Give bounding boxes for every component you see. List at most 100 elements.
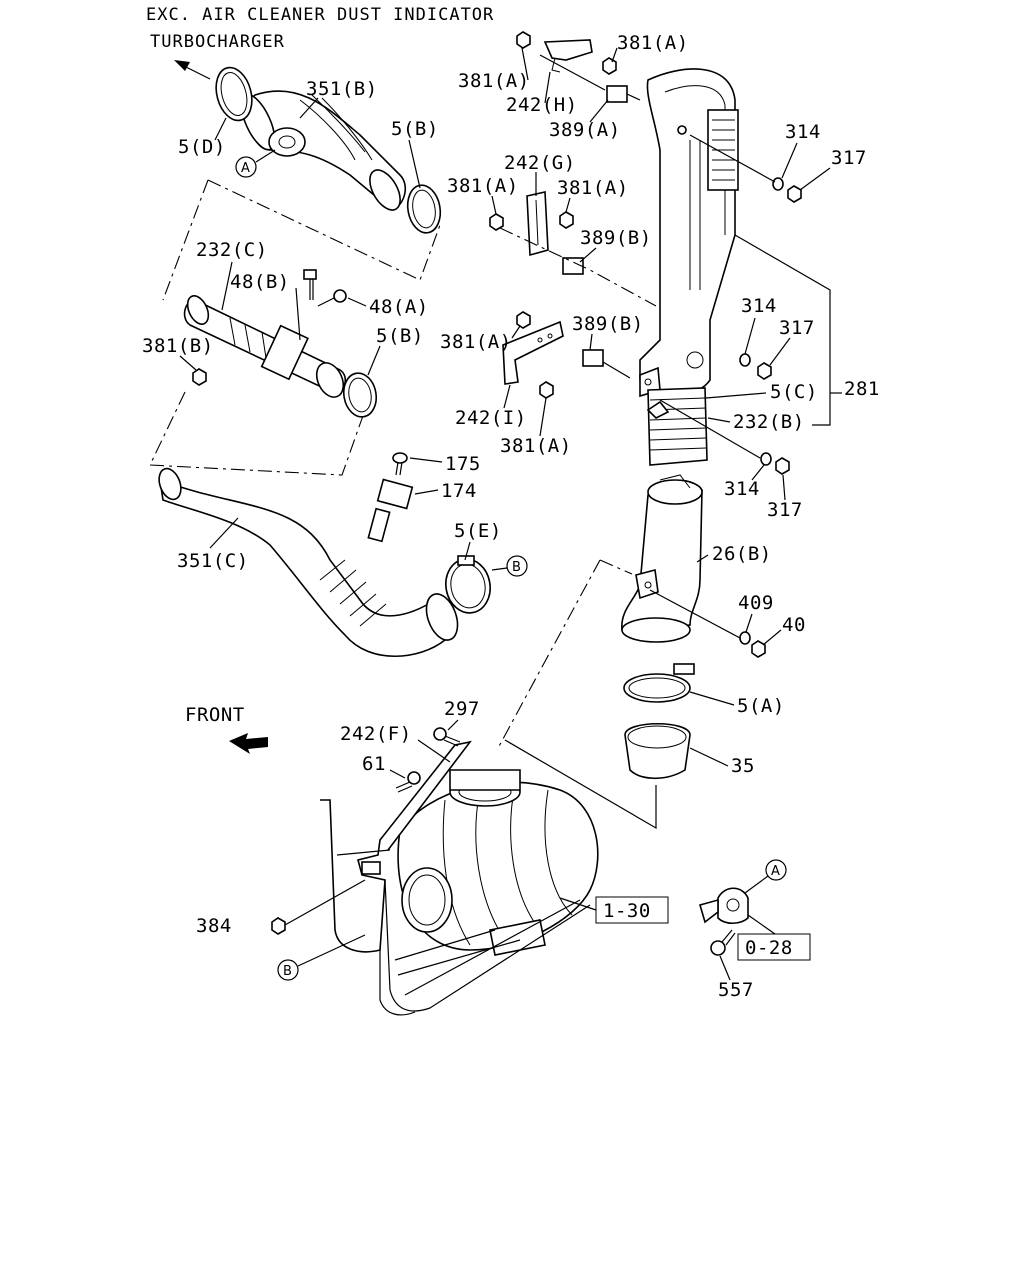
label-317-2: 317 [779,317,815,339]
nut-381a-2 [602,57,617,75]
label-317-3: 317 [767,499,803,521]
front-arrow-icon [229,733,268,754]
nut-381b [192,368,207,386]
hose-351c [158,467,459,658]
label-5b-top: 5(B) [391,118,439,140]
label-175: 175 [445,453,481,475]
label-242h: 242(H) [506,94,578,116]
label-61: 61 [362,753,386,775]
label-40: 40 [782,614,806,636]
svg-text:0-28: 0-28 [745,937,793,959]
bracket-242i [502,320,564,385]
bracket-242g [526,191,549,257]
label-381a-4: 381(A) [557,177,629,199]
bolt-297 [433,727,461,747]
hose-351b [240,90,407,211]
label-381b: 381(B) [142,335,214,357]
bolt-557 [710,929,736,956]
clamp-5b-top [406,184,442,234]
nut-40 [751,640,766,658]
ref-box-1-30: 1-30 [559,896,669,924]
turbocharger-arrow-icon [174,60,211,80]
label-314-1: 314 [785,121,821,143]
washer-314-2 [739,353,751,367]
label-281: 281 [844,378,880,400]
label-297: 297 [444,698,480,720]
svg-text:A: A [771,864,780,879]
label-389b-2: 389(B) [572,313,644,335]
duct-26b [621,474,703,643]
label-232b: 232(B) [733,411,805,433]
nut-317-1 [787,185,802,203]
sensor-174 [367,478,414,543]
label-242g: 242(G) [504,152,576,174]
label-242i: 242(I) [455,407,527,429]
label-384: 384 [196,915,232,937]
bolt-61 [395,771,421,793]
label-317-1: 317 [831,147,867,169]
svg-text:B: B [512,560,521,575]
washer-314-3 [760,452,772,466]
nut-317-2 [757,362,772,380]
label-381a-1: 381(A) [617,32,689,54]
label-232c: 232(C) [196,239,268,261]
mount-389b-2 [582,349,604,367]
nut-381a-5 [516,311,531,329]
svg-text:1-30: 1-30 [603,900,651,922]
label-26b: 26(B) [712,543,772,565]
label-409: 409 [738,592,774,614]
nut-381a-3 [489,213,504,231]
washer-409 [739,631,751,645]
mount-389a [606,85,641,103]
label-314-3: 314 [724,478,760,500]
housing-232c [183,295,347,398]
label-381a-3: 381(A) [447,175,519,197]
label-5e: 5(E) [454,520,502,542]
ref-box-0-28: 0-28 [737,914,811,961]
svg-text:B: B [283,964,292,979]
label-5a: 5(A) [737,695,785,717]
front-label: FRONT [185,704,245,726]
label-242f: 242(F) [340,723,412,745]
nut-317-3 [775,457,790,475]
label-314-2: 314 [741,295,777,317]
nut-381a-6 [539,381,554,399]
label-389b-1: 389(B) [580,227,652,249]
marker-b-1: B [491,555,528,577]
mount-389b-1 [562,257,584,275]
header-line1: EXC. AIR CLEANER DUST INDICATOR [146,5,494,25]
ring-35 [624,722,691,780]
header-line2: TURBOCHARGER [150,32,285,52]
clamp-5d [215,66,253,122]
label-35: 35 [731,755,755,777]
bracket-frame [320,740,591,1016]
label-351c: 351(C) [177,550,249,572]
clamp-5a [623,663,695,703]
bolt-48b [303,269,317,300]
nut-381a-4 [559,211,574,229]
marker-a-2: A [744,859,787,894]
bracket-242h [543,39,593,73]
snorkel-281 [639,68,739,398]
clamp-5e [445,555,491,614]
label-5b-mid: 5(B) [376,325,424,347]
duct-5c-232b [646,387,708,466]
label-381a-2: 381(A) [458,70,530,92]
label-5c: 5(C) [770,381,818,403]
screw-48a [317,289,347,307]
svg-text:A: A [241,161,250,176]
marker-b-2: B [277,934,366,981]
label-351b: 351(B) [306,78,378,100]
air-cleaner-body [397,769,599,956]
nut-381a-1 [516,31,531,49]
fitting-detail-a [699,887,749,925]
label-48b: 48(B) [230,271,290,293]
washer-314-1 [772,177,784,191]
label-557: 557 [718,979,754,1001]
label-48a: 48(A) [369,296,429,318]
label-381a-5: 381(A) [440,331,512,353]
screw-175 [392,452,408,476]
label-381a-6: 381(A) [500,435,572,457]
label-5d: 5(D) [178,136,226,158]
